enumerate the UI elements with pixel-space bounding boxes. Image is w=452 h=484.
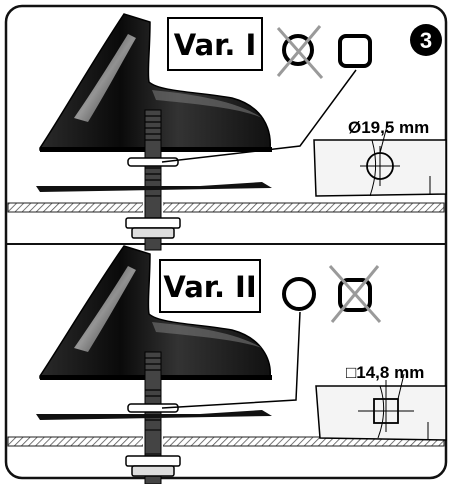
option-square-selected bbox=[338, 34, 372, 68]
variant-label: Var. II bbox=[163, 270, 256, 304]
panel-var-1: Var. I 3 Ø19,5 mm bbox=[7, 13, 447, 251]
antenna-housing bbox=[39, 245, 271, 379]
adapter-ring bbox=[127, 403, 179, 413]
variant-label: Var. I bbox=[174, 28, 257, 62]
panel-var-2: Var. II □14,8 mm bbox=[7, 245, 447, 484]
option-round-crossed bbox=[276, 25, 324, 79]
roof-detail-plate bbox=[315, 385, 447, 441]
antenna-housing bbox=[39, 13, 271, 151]
option-round-selected bbox=[282, 277, 316, 311]
variant-label-box bbox=[159, 259, 261, 313]
antenna-sheen bbox=[74, 34, 136, 122]
fixing-nut bbox=[125, 217, 181, 229]
hole-dimension: Ø19,5 mm bbox=[348, 118, 429, 137]
adapter-ring bbox=[127, 157, 179, 167]
option-square-crossed bbox=[328, 265, 382, 323]
car-roof bbox=[7, 202, 445, 213]
car-roof bbox=[7, 436, 445, 447]
hole-dimension: □14,8 mm bbox=[346, 363, 424, 382]
step-badge bbox=[410, 24, 442, 56]
antenna-sheen bbox=[74, 266, 136, 352]
step-number: 3 bbox=[420, 28, 432, 53]
leader-line bbox=[161, 69, 357, 163]
variant-label-box bbox=[167, 17, 263, 71]
leader-line bbox=[161, 311, 301, 409]
fixing-nut bbox=[125, 455, 181, 467]
